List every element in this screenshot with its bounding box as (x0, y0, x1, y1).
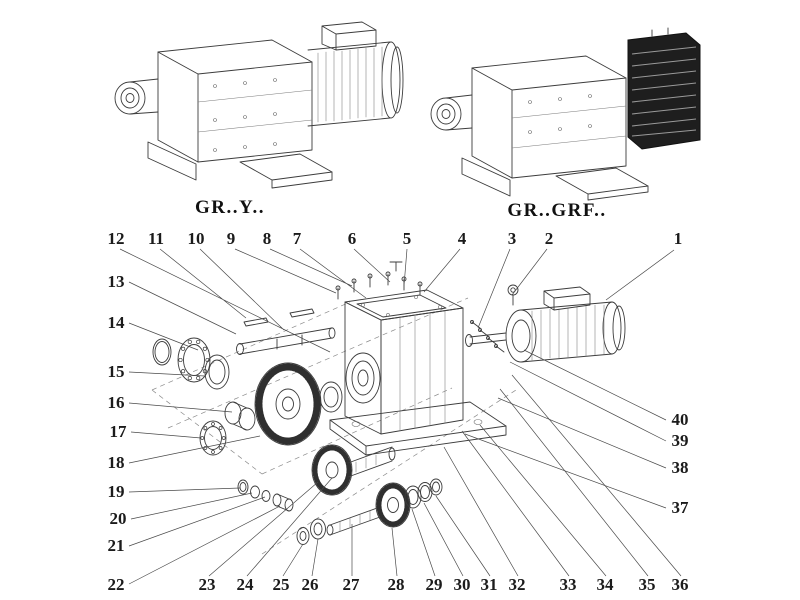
gear-unit-housing (471, 55, 627, 179)
overview-drawing-gr-grf (430, 27, 701, 201)
electric-motor (307, 21, 404, 127)
callout-9: 9 (227, 229, 236, 248)
overview-drawing-gr-y (114, 21, 404, 189)
callout-24: 24 (237, 575, 255, 594)
leader-lines-right (464, 349, 667, 509)
callout-25: 25 (273, 575, 290, 594)
callout-3: 3 (508, 229, 517, 248)
callout-36: 36 (672, 575, 689, 594)
leader-lines-bottom (208, 374, 682, 577)
output-shaft-front (114, 78, 159, 115)
variant-title-gr-y: GR..Y.. (195, 197, 265, 218)
gearbox-housing (329, 289, 507, 456)
motor-assembly (465, 284, 626, 363)
retaining-rings-and-pinion (237, 479, 294, 512)
callout-31: 31 (481, 575, 498, 594)
callout-numbers: 12 11 10 9 8 7 6 5 4 3 2 1 13 14 15 16 1… (108, 229, 690, 594)
housing-bolt-dots (213, 78, 277, 152)
output-bearings-and-rings (152, 337, 230, 390)
leader-lines-left (128, 281, 281, 585)
housing-seam-lines (511, 105, 627, 149)
finned-cover-dark (627, 27, 701, 150)
callout-17: 17 (110, 422, 128, 441)
callout-8: 8 (263, 229, 272, 248)
exploded-view (151, 261, 626, 555)
callout-5: 5 (403, 229, 412, 248)
callout-22: 22 (108, 575, 125, 594)
callout-38: 38 (672, 458, 689, 477)
callout-1: 1 (674, 229, 683, 248)
callout-13: 13 (108, 272, 125, 291)
callout-4: 4 (458, 229, 467, 248)
variant-title-gr-grf: GR..GRF.. (507, 200, 606, 221)
callout-19: 19 (108, 482, 125, 501)
callout-32: 32 (509, 575, 526, 594)
callout-7: 7 (293, 229, 302, 248)
leader-lines (119, 248, 682, 585)
callout-11: 11 (148, 229, 164, 248)
mounting-feet (147, 141, 333, 189)
output-shaft-front (430, 94, 473, 131)
mounting-feet (461, 157, 649, 201)
lower-bearing (199, 420, 227, 456)
callout-16: 16 (108, 393, 125, 412)
output-shaft-assembly (236, 308, 336, 355)
large-output-gear (254, 362, 322, 446)
callout-12: 12 (108, 229, 125, 248)
callout-20: 20 (110, 509, 127, 528)
callout-30: 30 (454, 575, 471, 594)
callout-29: 29 (426, 575, 443, 594)
callout-23: 23 (199, 575, 216, 594)
housing-bolt-dots (528, 94, 592, 134)
input-shaft-assembly (296, 478, 443, 545)
callout-35: 35 (639, 575, 656, 594)
callout-14: 14 (108, 313, 126, 332)
callout-10: 10 (188, 229, 205, 248)
spacer-bushing (224, 401, 256, 431)
callout-39: 39 (672, 431, 689, 450)
callout-27: 27 (343, 575, 361, 594)
gear-unit-housing (157, 39, 313, 163)
leader-lines-top (119, 248, 675, 353)
callout-21: 21 (108, 536, 125, 555)
callout-26: 26 (302, 575, 319, 594)
callout-37: 37 (672, 498, 690, 517)
cover-bolts (335, 261, 423, 300)
callout-33: 33 (560, 575, 577, 594)
callout-18: 18 (108, 453, 125, 472)
callout-40: 40 (672, 410, 689, 429)
callout-15: 15 (108, 362, 125, 381)
callout-34: 34 (597, 575, 615, 594)
housing-seam-lines (197, 89, 313, 133)
gear-side-bearing (319, 381, 343, 413)
assembly-axis-lines (151, 297, 517, 555)
callout-2: 2 (545, 229, 554, 248)
callout-6: 6 (348, 229, 357, 248)
intermediate-gear-pinion (311, 444, 396, 496)
callout-28: 28 (388, 575, 405, 594)
